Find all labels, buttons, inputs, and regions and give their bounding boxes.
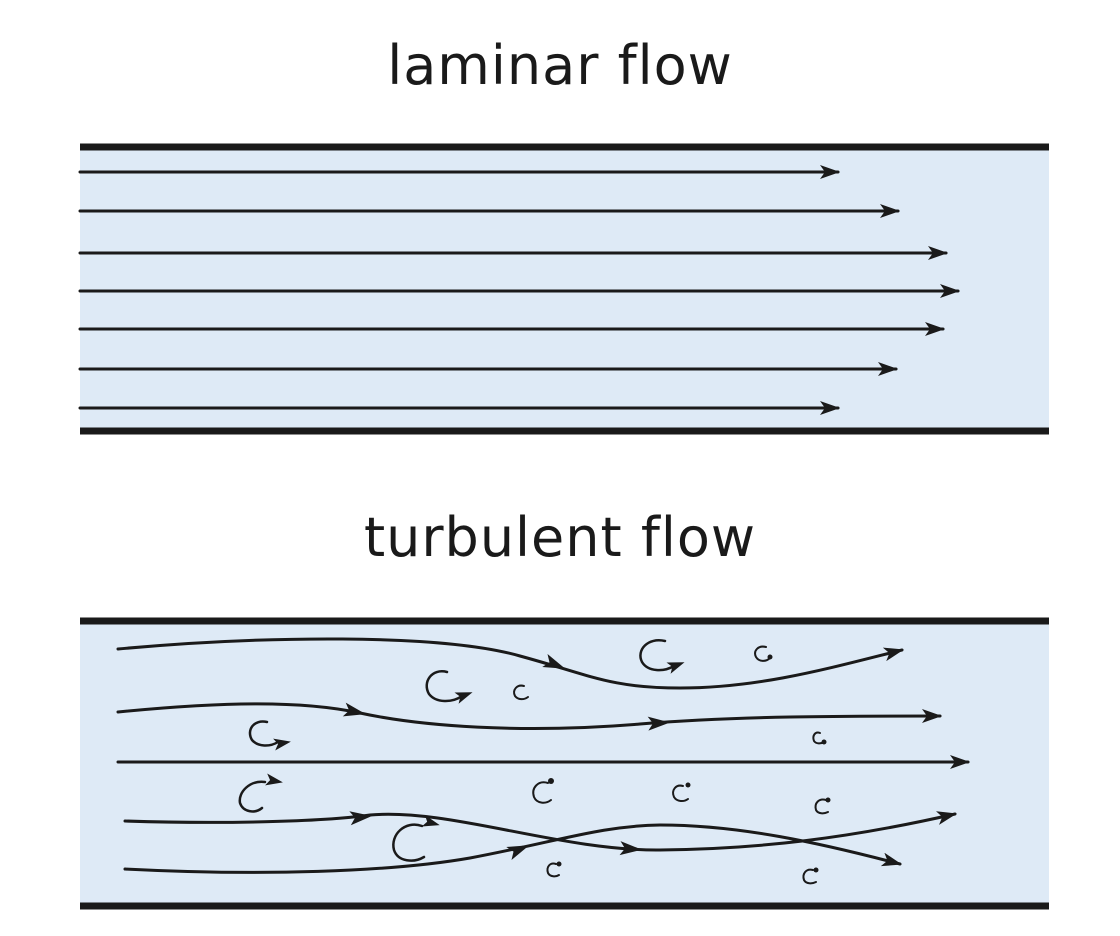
eddy-small	[532, 781, 552, 804]
turbulent-pipe-interior	[80, 621, 1049, 906]
eddy-small	[754, 645, 771, 662]
eddy-arrowhead	[454, 692, 473, 704]
eddy-dot	[548, 778, 554, 784]
flow-direction-arrowhead	[647, 716, 670, 731]
turbulent-streamline	[123, 811, 957, 852]
eddy-dot	[685, 782, 691, 788]
eddy-dot	[813, 867, 819, 873]
eddy-small	[812, 731, 825, 745]
laminar-flow-diagram	[78, 143, 1049, 435]
eddy-arrowhead	[265, 773, 283, 786]
eddy-large	[238, 780, 267, 813]
eddy-arrowhead	[421, 814, 440, 827]
eddy-small	[802, 868, 817, 885]
flow-direction-arrowhead	[619, 841, 642, 856]
eddy-small	[513, 684, 529, 701]
eddy-dot	[767, 654, 773, 660]
eddy-arrowhead	[273, 738, 291, 751]
turbulent-flow-title: turbulent flow	[363, 506, 757, 569]
laminar-pipe-interior	[80, 147, 1049, 431]
eddy-large	[425, 670, 464, 703]
turbulent-streamline	[123, 823, 902, 874]
flow-direction-arrowhead	[349, 811, 372, 826]
eddy-small	[546, 862, 560, 878]
laminar-flow-title: laminar flow	[387, 34, 733, 97]
flow-direction-arrowhead	[342, 702, 366, 717]
eddy-dot	[556, 861, 562, 867]
flow-direction-arrowhead	[506, 845, 530, 860]
eddy-arrowhead	[666, 662, 685, 674]
eddy-small	[672, 784, 689, 803]
eddy-large	[248, 720, 280, 747]
eddy-small	[814, 798, 829, 815]
turbulent-streamline	[116, 702, 942, 730]
turbulent-streamline	[116, 637, 904, 690]
eddy-large	[639, 639, 676, 672]
eddy-dot	[825, 797, 831, 803]
eddy-large	[392, 823, 426, 862]
eddy-dot	[821, 739, 827, 745]
flow-direction-arrowhead	[542, 654, 566, 669]
